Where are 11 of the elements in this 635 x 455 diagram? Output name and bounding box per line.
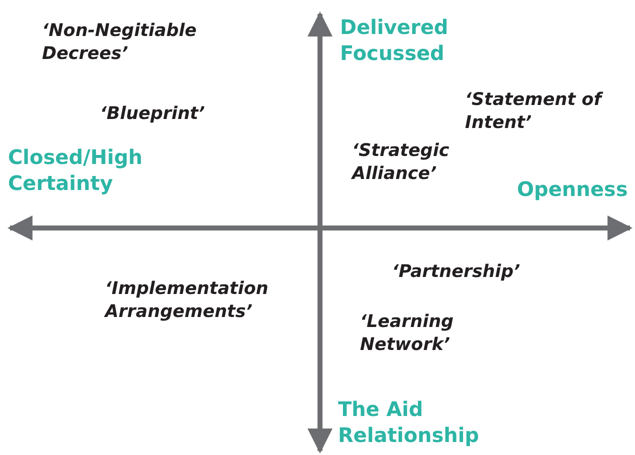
quadrant-item-label: ‘Blueprint’ xyxy=(100,103,205,126)
quadrant-item-label: ‘Learning Network’ xyxy=(360,311,455,356)
axis-label: Closed/High Certainty xyxy=(8,144,144,196)
axis-label: The Aid Relationship xyxy=(338,396,480,448)
quadrant-item-label: ‘Partnership’ xyxy=(392,261,520,284)
quadrant-item-label: ‘Strategic Alliance’ xyxy=(352,140,450,186)
quadrant-item-label: ‘Statement of Intent’ xyxy=(465,89,604,134)
axis-label: Openness xyxy=(517,176,628,202)
quadrant-item-label: ‘Implementation Arrangements’ xyxy=(105,278,270,324)
axis-label: Delivered Focussed xyxy=(340,14,450,66)
quadrant-item-label: ‘Non-Negitiable Decrees’ xyxy=(42,20,198,66)
